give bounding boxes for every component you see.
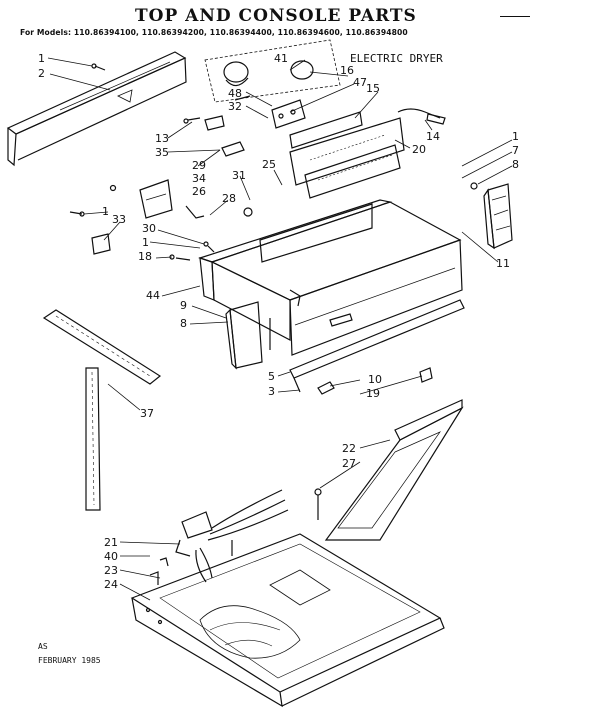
- models-line: For Models: 110.86394100, 110.86394200, …: [20, 28, 408, 37]
- callout-11: 11: [496, 257, 510, 270]
- footer-date: FEBRUARY 1985: [38, 656, 101, 665]
- callout-30: 30: [142, 222, 156, 235]
- callout-2-backsplash-trim: 2: [38, 67, 45, 80]
- callout-40: 40: [104, 550, 118, 563]
- motor-timer-assembly: [204, 39, 341, 103]
- dryer-top-panel: [130, 533, 445, 708]
- callout-28: 28: [222, 192, 236, 205]
- callout-9: 9: [180, 299, 187, 312]
- callout-32: 32: [228, 100, 242, 113]
- callout-27: 27: [342, 457, 356, 470]
- callout-1-bracket: 1: [102, 205, 109, 218]
- console-left-end-cap: [225, 301, 271, 370]
- callout-13: 13: [155, 132, 169, 145]
- callout-48: 48: [228, 87, 242, 100]
- callout-19: 19: [366, 387, 380, 400]
- callout-31: 31: [232, 169, 246, 182]
- footer-code: AS: [38, 642, 48, 651]
- callout-8-leftcap: 8: [180, 317, 187, 330]
- callout-23: 23: [104, 564, 118, 577]
- callout-10: 10: [368, 373, 382, 386]
- console-lower-trim: [289, 299, 465, 395]
- callout-24: 24: [104, 578, 118, 591]
- lint-filter-door: [324, 399, 464, 541]
- callout-33: 33: [112, 213, 126, 226]
- callout-14: 14: [426, 130, 440, 143]
- screw-27: [314, 488, 322, 520]
- leader-lines: [47, 57, 513, 601]
- backsplash-trim-panel: [6, 51, 187, 167]
- page-title: TOP AND CONSOLE PARTS: [135, 6, 417, 26]
- console-end-cap: [470, 182, 513, 250]
- left-brackets: [69, 179, 253, 261]
- top-support-rod: [42, 309, 162, 511]
- callout-1-endcap: 1: [512, 130, 519, 143]
- callout-34: 34: [192, 172, 206, 185]
- callout-41: 41: [274, 52, 288, 65]
- callout-1-backsplash-screw: 1: [38, 52, 45, 65]
- switch-block: [183, 95, 306, 157]
- callout-18: 18: [138, 250, 152, 263]
- callout-1-console: 1: [142, 236, 149, 249]
- callout-26: 26: [192, 185, 206, 198]
- callout-35: 35: [155, 146, 169, 159]
- callout-44: 44: [146, 289, 160, 302]
- callout-7: 7: [512, 144, 519, 157]
- callout-25: 25: [262, 158, 276, 171]
- callout-3: 3: [268, 385, 275, 398]
- callout-29: 29: [192, 159, 206, 172]
- callout-16: 16: [340, 64, 354, 77]
- console-graphics-panel: [289, 111, 405, 199]
- callout-5: 5: [268, 370, 275, 383]
- corner-dash: [500, 16, 530, 17]
- callout-8-endcap: 8: [512, 158, 519, 171]
- callout-22: 22: [342, 442, 356, 455]
- callout-15: 15: [366, 82, 380, 95]
- callout-20: 20: [412, 143, 426, 156]
- wiring-harness: [175, 489, 289, 583]
- console-housing: [198, 199, 463, 356]
- dryer-variant-label: ELECTRIC DRYER: [350, 52, 443, 65]
- callout-37: 37: [140, 407, 154, 420]
- callout-21: 21: [104, 536, 118, 549]
- callout-47: 47: [353, 76, 367, 89]
- harness-connector: [397, 108, 446, 125]
